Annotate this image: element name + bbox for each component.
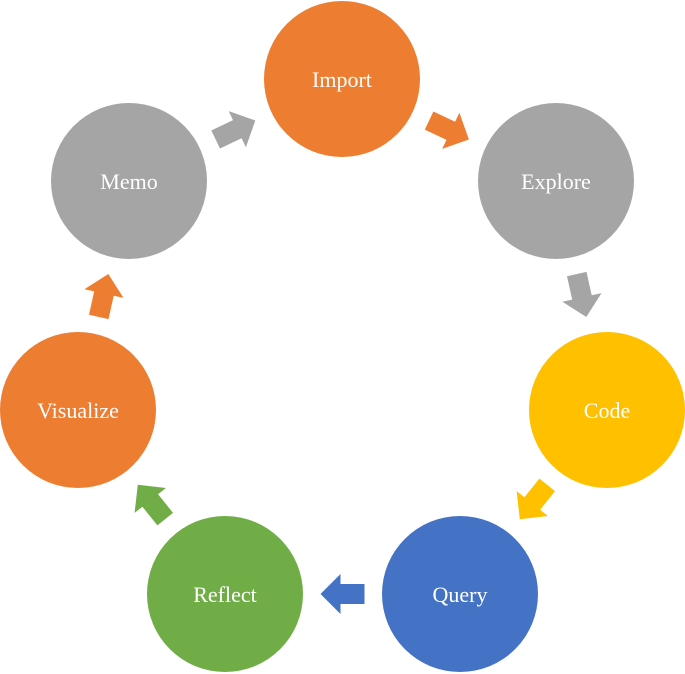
node-reflect-label: Reflect <box>193 582 257 607</box>
node-memo: Memo <box>51 103 207 259</box>
arrow-code-to-query <box>516 478 555 520</box>
arrow-import-to-explore <box>424 111 469 149</box>
arrow-query-to-reflect <box>320 574 365 614</box>
node-import-circle <box>264 1 420 157</box>
node-reflect: Reflect <box>147 516 303 672</box>
node-code-label: Code <box>584 398 630 423</box>
node-visualize-label: Visualize <box>37 398 119 423</box>
node-explore: Explore <box>478 103 634 259</box>
node-query-circle <box>382 516 538 672</box>
node-explore-circle <box>478 103 634 259</box>
node-import-label: Import <box>312 67 372 92</box>
node-visualize-circle <box>0 332 156 488</box>
arrow-visualize-to-memo <box>84 274 124 320</box>
node-query: Query <box>382 516 538 672</box>
node-visualize: Visualize <box>0 332 156 488</box>
node-code-circle <box>529 332 685 488</box>
node-import: Import <box>264 1 420 157</box>
arrows-layer <box>84 111 602 614</box>
node-query-label: Query <box>433 582 488 607</box>
arrow-memo-to-import <box>211 111 256 149</box>
node-memo-circle <box>51 103 207 259</box>
node-memo-label: Memo <box>100 169 157 194</box>
node-code: Code <box>529 332 685 488</box>
node-reflect-circle <box>147 516 303 672</box>
arrow-explore-to-code <box>562 271 602 317</box>
node-explore-label: Explore <box>521 169 591 194</box>
arrow-reflect-to-visualize <box>134 484 173 526</box>
